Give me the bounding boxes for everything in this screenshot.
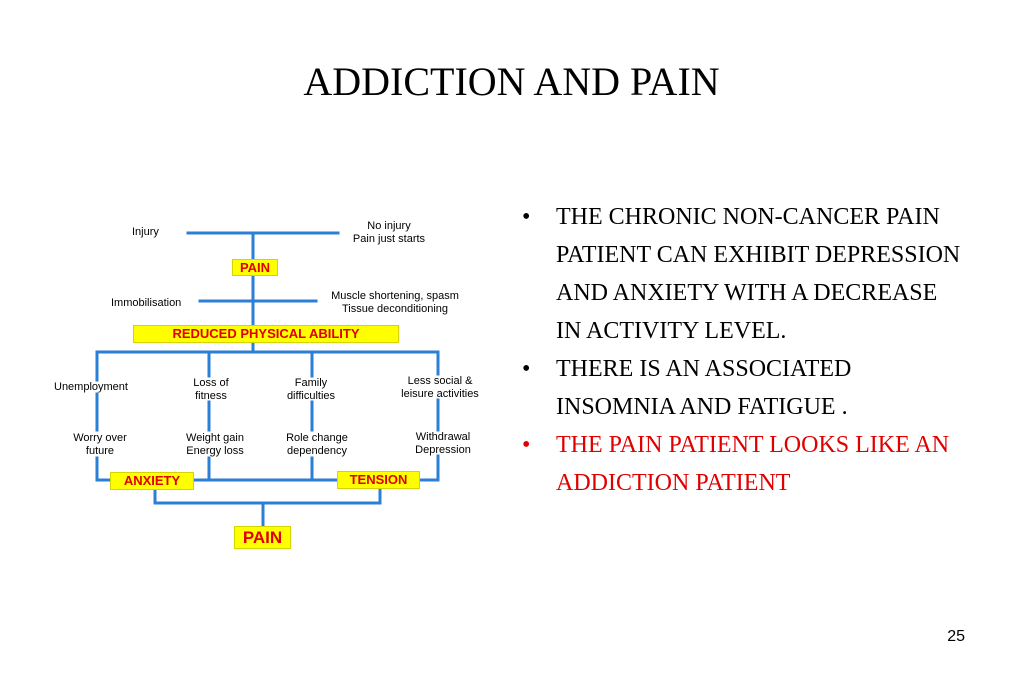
bullet-dot: • xyxy=(522,356,531,382)
label-line: dependency xyxy=(287,445,347,457)
label-loss-of-fitness: Loss of fitness xyxy=(172,377,250,403)
pain-box-top: PAIN xyxy=(232,259,278,276)
label-line: Withdrawal xyxy=(415,431,471,443)
label-line: Less social & xyxy=(407,375,473,387)
label-line: leisure activities xyxy=(401,388,479,400)
bullet-text: THERE IS AN ASSOCIATED INSOMNIA AND FATI… xyxy=(556,356,852,420)
page-number: 25 xyxy=(947,628,965,645)
label-line: Muscle shortening, spasm xyxy=(331,290,459,302)
label-injury: Injury xyxy=(132,226,159,238)
slide-title: ADDICTION AND PAIN xyxy=(303,59,720,104)
label-line: Tissue deconditioning xyxy=(342,303,448,315)
tension-box: TENSION xyxy=(337,471,420,489)
bullet-item: • THERE IS AN ASSOCIATED INSOMNIA AND FA… xyxy=(518,350,968,426)
label-line: No injury xyxy=(367,220,411,232)
label-no-injury: No injury Pain just starts xyxy=(336,220,442,246)
label-line: Role change xyxy=(286,432,348,444)
label-muscle-shortening: Muscle shortening, spasm Tissue decondit… xyxy=(312,290,478,316)
label-line: Weight gain xyxy=(186,432,244,444)
bullet-text: THE CHRONIC NON-CANCER PAIN PATIENT CAN … xyxy=(556,204,961,344)
label-line: Worry over xyxy=(73,432,127,444)
label-weight-gain: Weight gain Energy loss xyxy=(170,432,260,458)
anxiety-box: ANXIETY xyxy=(110,472,194,490)
bullet-text: THE PAIN PATIENT LOOKS LIKE AN ADDICTION… xyxy=(556,432,950,496)
label-line: Pain just starts xyxy=(352,233,426,245)
reduced-physical-ability-box: REDUCED PHYSICAL ABILITY xyxy=(133,325,399,343)
bullet-dot: • xyxy=(522,432,531,458)
label-line: future xyxy=(85,445,115,457)
label-role-change: Role change dependency xyxy=(272,432,362,458)
label-immobilisation: Immobilisation xyxy=(111,297,182,309)
label-line: Family xyxy=(294,377,328,389)
pain-box-bottom: PAIN xyxy=(234,526,291,549)
label-less-social: Less social & leisure activities xyxy=(386,375,494,401)
label-line: Loss of xyxy=(193,377,229,389)
label-line: difficulties xyxy=(286,390,336,402)
label-line: fitness xyxy=(195,390,227,402)
bullet-list: • THE CHRONIC NON-CANCER PAIN PATIENT CA… xyxy=(518,198,968,502)
bullet-item: • THE CHRONIC NON-CANCER PAIN PATIENT CA… xyxy=(518,198,968,350)
label-worry-over-future: Worry over future xyxy=(58,432,142,458)
bullet-dot: • xyxy=(522,204,531,230)
label-line: Depression xyxy=(415,444,471,456)
label-unemployment: Unemployment xyxy=(54,381,128,393)
bullet-item: • THE PAIN PATIENT LOOKS LIKE AN ADDICTI… xyxy=(518,426,968,502)
label-family-difficulties: Family difficulties xyxy=(272,377,350,403)
label-withdrawal: Withdrawal Depression xyxy=(398,431,488,457)
label-line: Energy loss xyxy=(186,445,244,457)
